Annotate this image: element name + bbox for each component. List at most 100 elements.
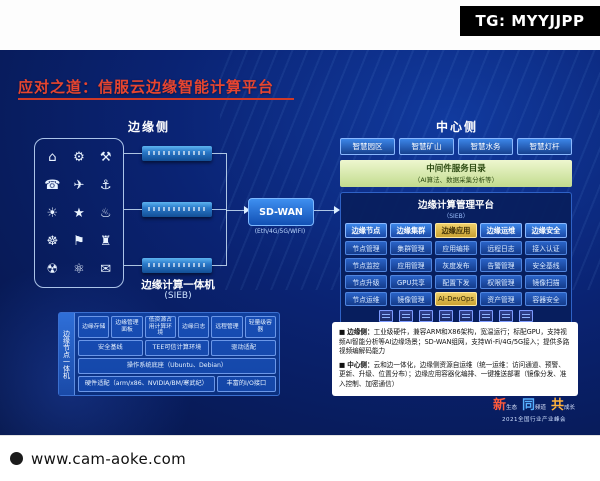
radiation-icon: ☢ [46,261,59,277]
middleware-bar: 中间件服务目录 （AI算法、数据采集分析等） [340,160,572,187]
solar-icon: ☀ [46,205,59,221]
node-box-rows: 边缘存储 边缘管理面板 低资源占用计算环境 边缘日志 远程管理 轻量级容器 安全… [75,313,279,395]
feature-cell: GPU共享 [390,275,432,289]
column-header: 边缘节点 [345,223,387,238]
edge-management-platform: 边缘计算管理平台 （SIEB） 边缘节点 节点管理 节点监控 节点升级 节点运维… [340,192,572,347]
connector-line [124,265,142,266]
server-rack-icon [439,310,453,322]
feature-cell: 权限管理 [480,275,522,289]
brand-word-small: 成长 [564,405,576,411]
node-feature: 远程管理 [211,316,243,338]
sdwan-box: SD-WAN [248,198,314,226]
feature-cell: 节点管理 [345,241,387,255]
node-hardware-layer: 硬件适配（arm/x86、NVIDIA/BM/寒武纪） [78,376,215,393]
arrow-right-icon [334,206,340,214]
scenario-box: 智慧水务 [458,138,513,155]
brand-char: 新 [492,398,506,413]
slide-title: 应对之道：信服云边缘智能计算平台 [18,78,275,96]
feature-cell: 远程日志 [480,241,522,255]
server-rack-icon [379,310,393,322]
ship-icon: ⚓ [99,177,112,193]
node-feature: 边缘日志 [177,316,210,338]
feature-cell: 灰度发布 [435,258,477,272]
scenario-box: 智慧园区 [340,138,395,155]
feature-cell: 镜像管理 [390,292,432,306]
platform-model: （SIEB） [443,213,469,220]
feature-cell: 配置下发 [435,275,477,289]
note-lead: 中心侧： [347,360,374,369]
platform-column-app: 边缘应用 应用编排 灰度发布 配置下发 AI-DevOps [435,223,477,306]
platform-column-security: 边缘安全 接入认证 安全基线 镜像扫描 容器安全 [525,223,567,306]
scenario-box: 智慧灯杆 [517,138,572,155]
feature-cell: 告警管理 [480,258,522,272]
connector-line [212,265,226,266]
edge-switch-2 [142,202,212,217]
edge-node-appliance-box: 边缘节点一体机 边缘存储 边缘管理面板 低资源占用计算环境 边缘日志 远程管理 … [58,312,280,396]
edge-switch-1 [142,146,212,161]
brand-word: 共成长 [551,394,575,413]
flag-icon: ⚑ [73,233,85,249]
connector-line [212,153,226,154]
node-feature: 驱动适配 [211,339,277,356]
node-box-row: 边缘存储 边缘管理面板 低资源占用计算环境 边缘日志 远程管理 轻量级容器 [78,316,276,338]
brand-word-small: 频道 [535,405,547,411]
tg-watermark: TG: MYYJJPP [460,6,600,36]
brand-word-small: 生态 [505,405,517,411]
note-lead: 边缘侧： [347,328,374,336]
column-header: 边缘运维 [480,223,522,238]
feature-cell-highlighted: AI-DevOps [435,292,477,306]
brand-char: 同 [521,398,535,413]
node-box-row: 安全基线 TEE可信计算环境 驱动适配 [78,339,277,356]
tg-watermark-text: TG: MYYJJPP [475,12,585,30]
wheel-icon: ☸ [46,233,59,249]
bullet-icon: ■ [339,360,346,369]
bottom-bar: www.cam-aoke.com [0,435,600,481]
platform-title: 边缘计算管理平台 [417,200,494,211]
connector-bus-line [226,153,227,266]
edge-side-label: 边缘侧 [128,120,171,134]
column-header: 边缘集群 [390,223,432,238]
edge-scenarios-panel: ⌂ ⚙ ⚒ ☎ ✈ ⚓ ☀ ★ ♨ ☸ ⚑ ♜ ☢ ⚛ ✉ [34,138,124,288]
top-bar: TG: MYYJJPP [0,0,600,50]
feature-cell: 容器安全 [525,292,567,306]
tower-icon: ♜ [99,233,112,249]
site-logo-icon [10,452,23,465]
server-rack-row [345,310,567,322]
platform-column-node: 边缘节点 节点管理 节点监控 节点升级 节点运维 [345,223,387,306]
middleware-subtitle: （AI算法、数据采集分析等） [413,176,499,184]
feature-cell: 应用管理 [390,258,432,272]
feature-cell: 接入认证 [525,241,567,255]
mining-icon: ⚒ [99,149,112,165]
slide-canvas: 应对之道：信服云边缘智能计算平台 边缘侧 中心侧 ⌂ ⚙ ⚒ ☎ ✈ ⚓ ☀ ★… [0,50,600,435]
node-feature: 轻量级容器 [244,316,276,338]
brand-word: 同频道 [522,394,546,413]
drone-icon: ✈ [73,177,85,193]
server-rack-icon [499,310,513,322]
star-icon: ★ [73,205,85,221]
connector-line [124,209,142,210]
node-feature: 低资源占用计算环境 [144,316,176,338]
feature-cell: 节点运维 [345,292,387,306]
scenario-box: 智慧矿山 [399,138,454,155]
feature-cell: 资产管理 [480,292,522,306]
factory-icon: ⌂ [48,149,57,165]
brand-char: 共 [551,398,565,413]
server-rack-icon [479,310,493,322]
node-feature: 边缘管理面板 [111,316,143,338]
mail-icon: ✉ [100,261,112,277]
column-header-highlighted: 边缘应用 [435,223,477,238]
atom-icon: ⚛ [73,261,85,277]
conference-brand: 新生态 同频道 共成长 2021全国行业产业峰会 [486,394,582,423]
scenario-row: 智慧园区 智慧矿山 智慧水务 智慧灯杆 [340,138,572,155]
node-box-row: 硬件适配（arm/x86、NVIDIA/BM/寒武纪） 丰富的I/O接口 [78,376,276,393]
column-header: 边缘安全 [525,223,567,238]
website-text: www.cam-aoke.com [31,449,187,468]
node-os-layer: 操作系统底座（Ubuntu、Debian） [78,357,276,374]
center-platform-panel: 智慧园区 智慧矿山 智慧水务 智慧灯杆 中间件服务目录 （AI算法、数据采集分析… [340,138,572,347]
note-body: 工业级硬件，兼容ARM和X86架构，宽温运行；标配GPU，支持视频AI智能分析等… [339,328,570,356]
arrow-right-icon [244,206,250,214]
platform-column-ops: 边缘运维 远程日志 告警管理 权限管理 资产管理 [480,223,522,306]
hotspring-icon: ♨ [99,205,112,221]
node-feature: TEE可信计算环境 [144,339,210,356]
connector-line [212,209,226,210]
